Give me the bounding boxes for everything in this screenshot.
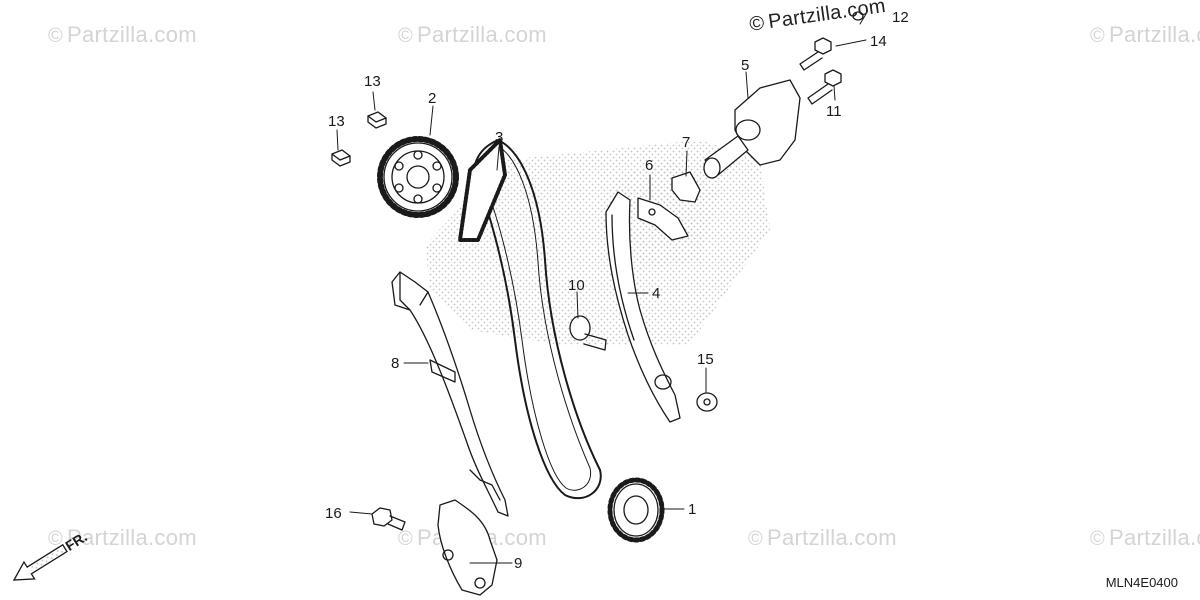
watermark: ©Partzilla.com xyxy=(1090,22,1200,47)
cam-chain xyxy=(458,138,602,500)
diagram-code: MLN4E0400 xyxy=(1105,575,1178,590)
front-arrow-icon: FR. xyxy=(12,528,90,581)
tensioner-arm xyxy=(605,191,681,423)
callout-2: 2 xyxy=(428,90,436,107)
washer-15 xyxy=(696,392,718,412)
tensioner-plate xyxy=(637,197,689,241)
watermark: ©Partzilla.com xyxy=(1090,525,1200,550)
watermark: ©Partzilla.com xyxy=(48,22,197,47)
bolt-11 xyxy=(807,69,842,105)
bolt-13b xyxy=(331,149,351,167)
pivot-bolt xyxy=(569,315,607,351)
crank-sprocket xyxy=(607,477,665,543)
washer-12 xyxy=(852,11,864,21)
callout-13: 13 xyxy=(364,73,381,90)
guide-plate xyxy=(437,499,498,596)
callout-11: 11 xyxy=(826,103,842,120)
callout-1: 1 xyxy=(688,501,696,518)
callout-15: 15 xyxy=(697,351,714,368)
callout-16: 16 xyxy=(325,505,342,522)
callout-5: 5 xyxy=(741,57,749,74)
callout-10: 10 xyxy=(568,277,585,294)
callout-4: 4 xyxy=(652,285,660,302)
callout-8: 8 xyxy=(391,355,399,372)
callout-6: 6 xyxy=(645,157,653,174)
bolt-16 xyxy=(371,507,406,531)
callout-7: 7 xyxy=(682,134,690,151)
callouts: 2 13 13 3 4 5 6 7 8 9 10 11 12 14 15 16 … xyxy=(325,9,909,572)
cam-sprocket xyxy=(377,136,459,218)
callout-12: 12 xyxy=(892,9,909,26)
bolt-14 xyxy=(799,37,832,71)
chain-tensioner xyxy=(703,79,801,179)
watermark: ©Partzilla.com xyxy=(748,525,897,550)
bolt-13a xyxy=(367,111,387,129)
leader-lines xyxy=(336,13,867,564)
watermark: ©Partzilla.com xyxy=(398,22,547,47)
callout-13: 13 xyxy=(328,113,345,130)
watermark: ©Partzilla.com xyxy=(48,525,197,550)
chain-guide xyxy=(391,271,509,517)
callout-9: 9 xyxy=(514,555,522,572)
callout-14: 14 xyxy=(870,33,887,50)
lifter-cap xyxy=(671,171,701,203)
callout-3: 3 xyxy=(495,129,503,146)
